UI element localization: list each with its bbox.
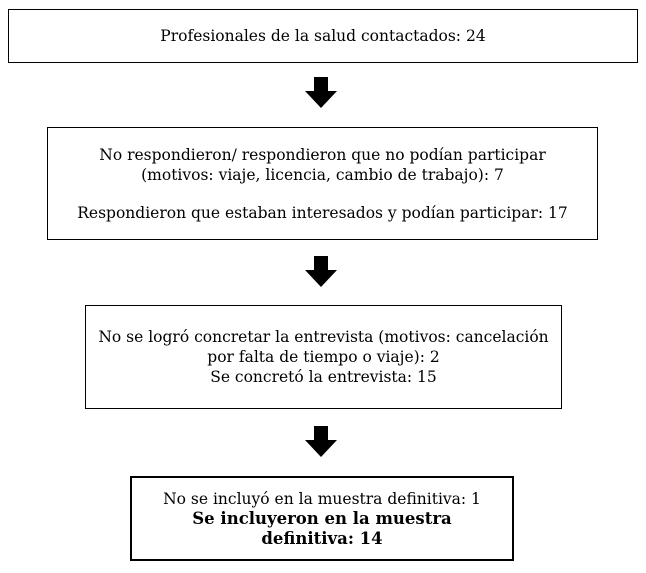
down-arrow-icon <box>305 77 337 108</box>
not-concreted-line-1: No se logró concretar la entrevista (mot… <box>98 328 549 346</box>
included-line-1: Se incluyeron en la muestra <box>192 508 452 528</box>
down-arrow-icon <box>305 426 337 457</box>
step-box-contacted: Profesionales de la salud contactados: 2… <box>8 9 638 63</box>
concreted-line: Se concretó la entrevista: 15 <box>210 368 437 386</box>
no-response-line-1: No respondieron/ respondieron que no pod… <box>99 145 546 164</box>
excluded-line: No se incluyó en la muestra definitiva: … <box>163 489 481 508</box>
no-response-line-2: (motivos: viaje, licencia, cambio de tra… <box>141 165 504 184</box>
step-box-final-sample: No se incluyó en la muestra definitiva: … <box>130 476 514 561</box>
not-concreted-line-2: por falta de tiempo o viaje): 2 <box>207 348 440 366</box>
interested-line: Respondieron que estaban interesados y p… <box>77 203 568 222</box>
down-arrow-icon <box>305 256 337 287</box>
step-box-responses: No respondieron/ respondieron que no pod… <box>47 127 598 240</box>
contacted-text: Profesionales de la salud contactados: 2… <box>160 27 486 45</box>
step-box-interviews: No se logró concretar la entrevista (mot… <box>85 305 562 409</box>
included-line-2: definitiva: 14 <box>261 528 383 548</box>
